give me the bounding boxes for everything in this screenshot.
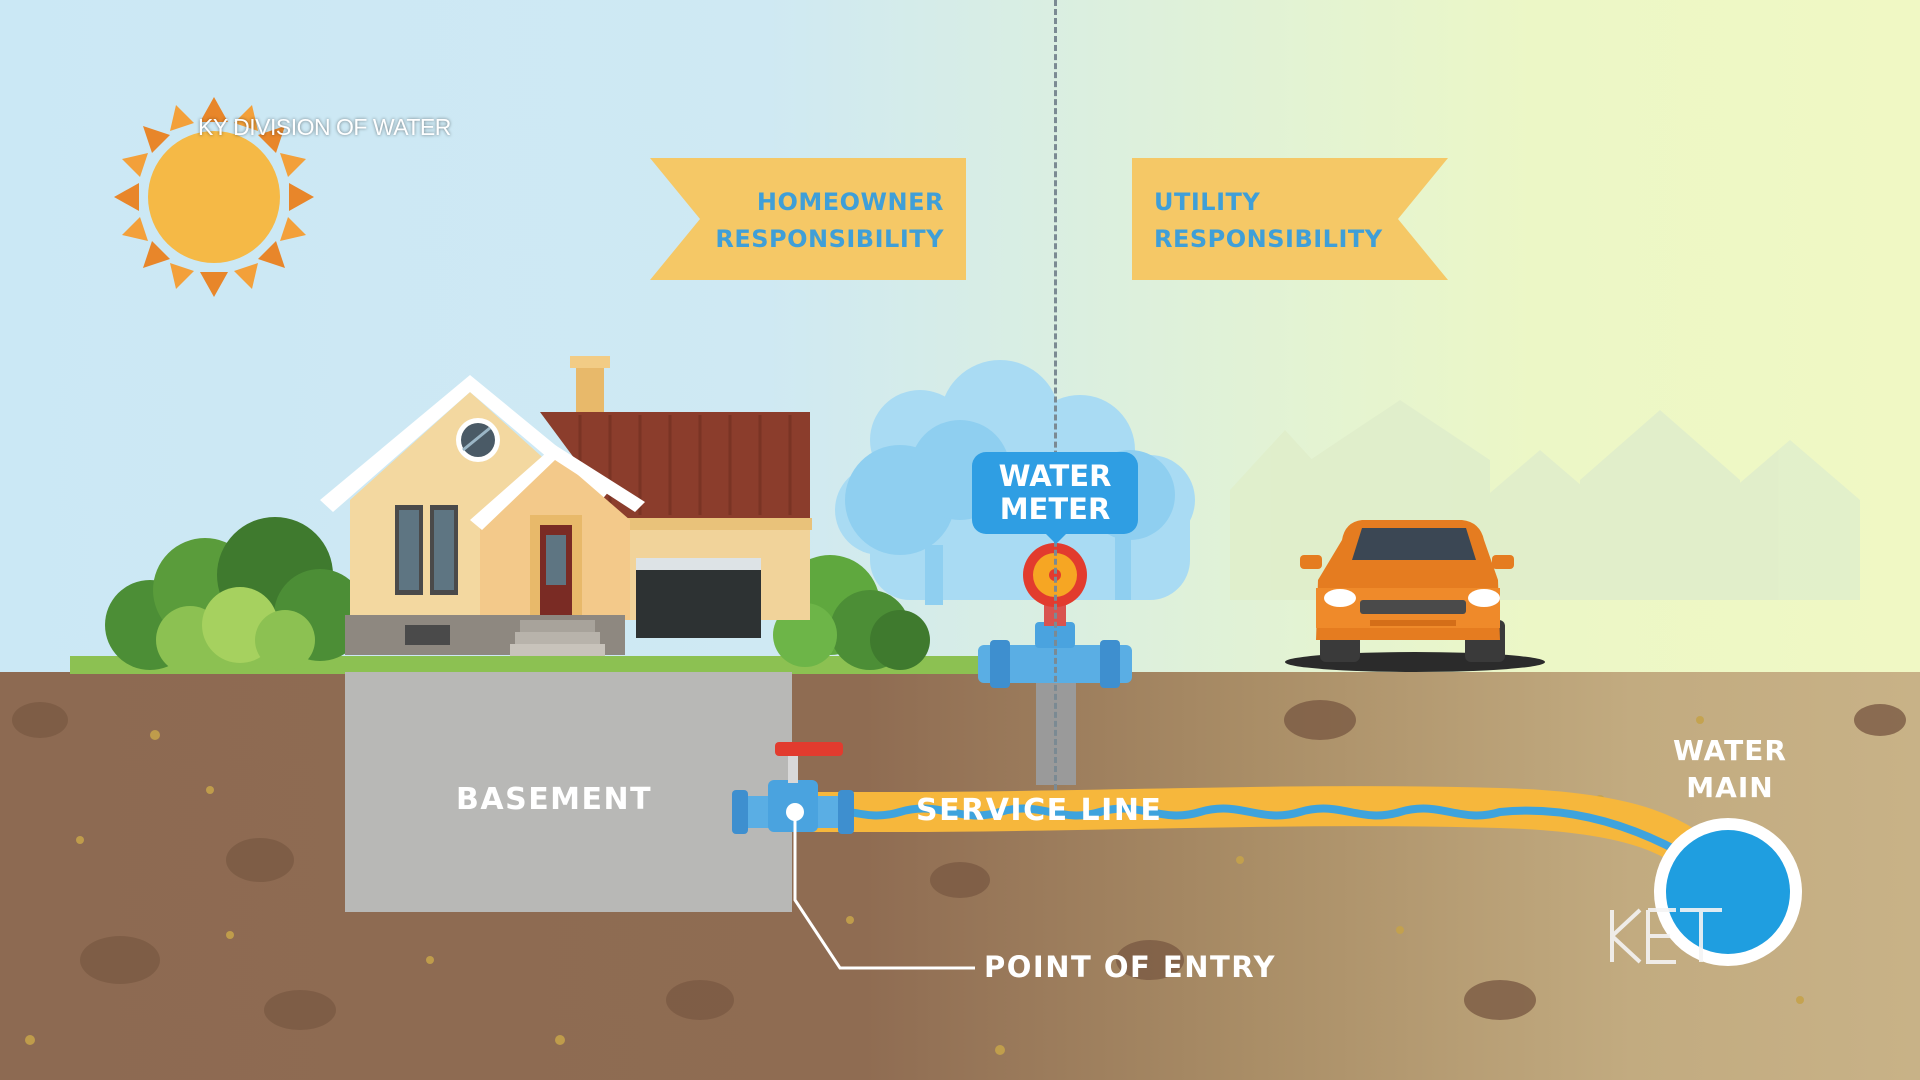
utility-banner-line2: RESPONSIBILITY (1154, 225, 1383, 253)
water-meter-label-line2: METER (999, 492, 1111, 526)
water-meter-label: WATER METER (972, 460, 1138, 526)
point-of-entry-pointer (793, 812, 975, 970)
water-main-icon (1654, 818, 1802, 966)
water-meter-label-pointer (1044, 532, 1068, 544)
water-meter-label-box (972, 452, 1138, 534)
house-illustration (320, 356, 812, 656)
homeowner-banner-shape (650, 158, 966, 280)
utility-banner-shape (1132, 158, 1448, 280)
point-of-entry-label: POINT OF ENTRY (984, 950, 1277, 984)
water-main-label: WATER MAIN (1650, 732, 1810, 806)
service-line-label: SERVICE LINE (916, 793, 1163, 828)
water-meter-label-line1: WATER (998, 459, 1112, 493)
bushes-left (105, 517, 366, 674)
utility-banner-line1: UTILITY (1154, 188, 1261, 216)
homeowner-banner-line1: HOMEOWNER (756, 188, 944, 216)
basement-box (345, 672, 792, 912)
sun-icon (114, 97, 314, 297)
homeowner-banner: HOMEOWNER RESPONSIBILITY (712, 184, 944, 258)
basement-label: BASEMENT (456, 782, 653, 817)
utility-banner: UTILITY RESPONSIBILITY (1154, 184, 1394, 258)
service-line-water (796, 804, 1684, 856)
bushes-right (773, 555, 930, 670)
ket-logo-icon (1610, 908, 1722, 964)
homeowner-banner-line2: RESPONSIBILITY (715, 225, 944, 253)
source-watermark: KY DIVISION OF WATER (198, 114, 451, 140)
soil-speckles (12, 700, 1906, 1030)
water-main-label-line1: WATER (1673, 734, 1787, 767)
car-illustration (1285, 520, 1545, 672)
responsibility-divider (1054, 0, 1057, 790)
entry-valve-icon (732, 742, 854, 834)
water-main-label-line2: MAIN (1686, 771, 1774, 804)
